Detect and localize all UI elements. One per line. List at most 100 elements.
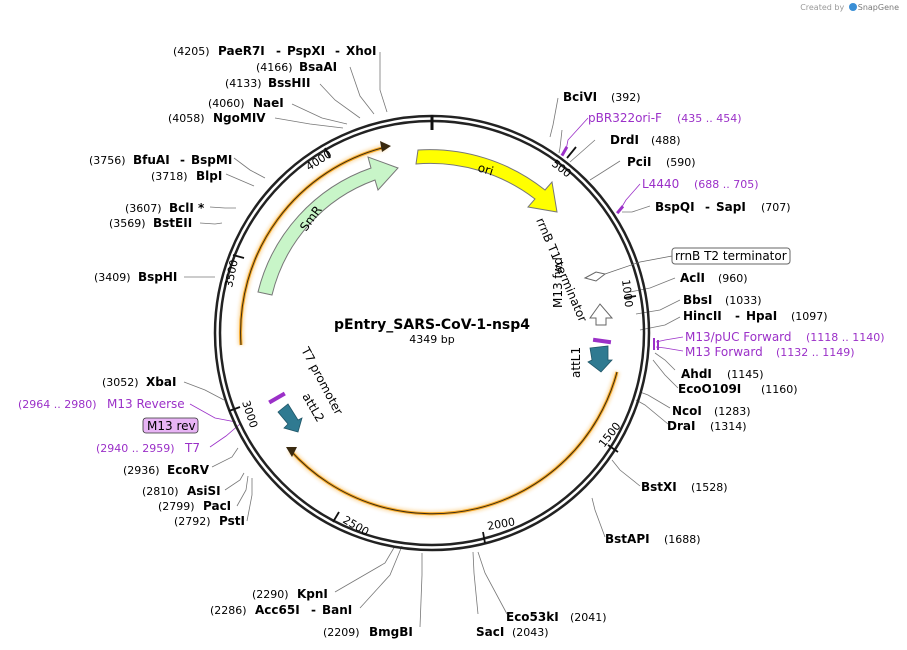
enzyme-bsshii: BssHII bbox=[268, 76, 310, 90]
enzyme-labels-bottom: (2290) KpnI (2286) Acc65I - BanI (2209) … bbox=[210, 480, 728, 639]
primer-pbr322ori-f: pBR322ori-F bbox=[588, 111, 662, 125]
enzyme-pos-acli: (960) bbox=[718, 272, 748, 285]
enzyme-pos-bmgbi: (2209) bbox=[323, 626, 360, 639]
primer-m13-puc-forward: M13/pUC Forward bbox=[685, 330, 792, 344]
enzyme-bcli: BclI * bbox=[169, 201, 205, 215]
rrnb-t2-terminator-label: rrnB T2 terminator bbox=[675, 249, 787, 263]
svg-text:-: - bbox=[705, 200, 710, 214]
attl1-arrow bbox=[587, 345, 613, 373]
enzyme-eco53ki: Eco53kI bbox=[506, 610, 559, 624]
tick-label-1500: 1500 bbox=[596, 420, 623, 450]
enzyme-paer7i: PaeR7I bbox=[218, 44, 265, 58]
primer-m13-reverse: M13 Reverse bbox=[107, 397, 185, 411]
attl2-arrow bbox=[277, 403, 303, 433]
enzyme-pos-bsshii: (4133) bbox=[225, 77, 262, 90]
svg-text:-: - bbox=[180, 153, 185, 167]
enzyme-kpni: KpnI bbox=[297, 587, 328, 601]
ori-feature-arrow bbox=[415, 149, 558, 213]
credit-prefix: Created by bbox=[800, 3, 845, 12]
enzyme-pos-bcli: (3607) bbox=[125, 202, 162, 215]
enzyme-pos-acc65i: (2286) bbox=[210, 604, 247, 617]
enzyme-drai: DraI bbox=[667, 419, 695, 433]
enzyme-pos-drdi: (488) bbox=[651, 134, 681, 147]
tick-label-1000: 1000 bbox=[619, 279, 635, 308]
enzyme-acli: AclI bbox=[680, 271, 705, 285]
enzyme-acc65i: Acc65I bbox=[255, 603, 300, 617]
enzyme-bspmi: BspMI bbox=[191, 153, 232, 167]
enzyme-pos-bsaai: (4166) bbox=[256, 61, 293, 74]
insert-arcs bbox=[237, 141, 620, 517]
enzyme-psti: PstI bbox=[219, 514, 245, 528]
enzyme-saci: SacI bbox=[476, 625, 504, 639]
enzyme-pos-saci: (2043) bbox=[512, 626, 549, 639]
enzyme-labels-top: (4205) PaeR7I - PspXI - XhoI (4166) BsaA… bbox=[168, 44, 377, 125]
enzyme-pos-ngomiv: (4058) bbox=[168, 112, 205, 125]
svg-text:-: - bbox=[335, 44, 340, 58]
primer-range-m13-reverse: (2964 .. 2980) bbox=[18, 398, 97, 411]
primer-t7: T7 bbox=[184, 441, 200, 455]
attl1-label: attL1 bbox=[569, 347, 583, 378]
enzyme-sapi: SapI bbox=[716, 200, 746, 214]
enzyme-pcii: PciI bbox=[627, 155, 652, 169]
enzyme-pos-bsteii: (3569) bbox=[109, 217, 146, 230]
primer-m13-rev: M13 rev bbox=[147, 419, 196, 433]
enzyme-ecorv: EcoRV bbox=[167, 463, 210, 477]
enzyme-pos-paci: (2799) bbox=[158, 500, 195, 513]
enzyme-bstxi: BstXI bbox=[641, 480, 677, 494]
enzyme-bbsi: BbsI bbox=[683, 293, 712, 307]
enzyme-bspqi: BspQI bbox=[655, 200, 695, 214]
enzyme-pos-eco0109i: (1160) bbox=[761, 383, 798, 396]
enzyme-pos-eco53ki: (2041) bbox=[570, 611, 607, 624]
enzyme-pos-ecorv: (2936) bbox=[123, 464, 160, 477]
primer-range-l4440: (688 .. 705) bbox=[694, 178, 759, 191]
enzyme-bani: BanI bbox=[322, 603, 352, 617]
enzyme-pos-pcii: (590) bbox=[666, 156, 696, 169]
enzyme-bcivi: BciVI bbox=[563, 90, 597, 104]
enzyme-pos-bspqi: (707) bbox=[761, 201, 791, 214]
enzyme-pos-kpni: (2290) bbox=[252, 588, 289, 601]
tick-label-500: 500 bbox=[549, 157, 574, 180]
enzyme-labels-left: (3756) BfuAI - BspMI (3718) BlpI (3607) … bbox=[89, 153, 245, 528]
tick-label-3500: 3500 bbox=[222, 259, 241, 289]
tick-label-2000: 2000 bbox=[486, 515, 516, 533]
svg-text:-: - bbox=[311, 603, 316, 617]
enzyme-xbai: XbaI bbox=[146, 375, 176, 389]
enzyme-bstapi: BstAPI bbox=[605, 532, 650, 546]
enzyme-naei: NaeI bbox=[253, 96, 284, 110]
enzyme-pspxi: PspXI bbox=[287, 44, 325, 58]
snapgene-logo-icon bbox=[848, 3, 857, 11]
enzyme-pos-bstxi: (1528) bbox=[691, 481, 728, 494]
enzyme-bsphi: BspHI bbox=[138, 270, 177, 284]
plasmid-size: 4349 bp bbox=[409, 333, 454, 346]
enzyme-bfuai: BfuAI bbox=[133, 153, 170, 167]
primer-marks bbox=[268, 146, 659, 405]
plasmid-name: pEntry_SARS-CoV-1-nsp4 bbox=[334, 317, 530, 333]
enzyme-blpi: BlpI bbox=[196, 169, 222, 183]
primer-range-t7: (2940 .. 2959) bbox=[96, 442, 175, 455]
credit-brand: SnapGene bbox=[857, 3, 899, 12]
enzyme-hincii: HincII bbox=[683, 309, 722, 323]
enzyme-pos-bbsi: (1033) bbox=[725, 294, 762, 307]
smr-feature-arrow bbox=[257, 156, 399, 296]
enzyme-pos-paer7i: (4205) bbox=[173, 45, 210, 58]
enzyme-pos-xbai: (3052) bbox=[102, 376, 139, 389]
enzyme-bsaai: BsaAI bbox=[299, 60, 337, 74]
enzyme-pos-ahdi: (1145) bbox=[727, 368, 764, 381]
enzyme-pos-hincii: (1097) bbox=[791, 310, 828, 323]
enzyme-xhoi: XhoI bbox=[346, 44, 377, 58]
enzyme-pos-drai: (1314) bbox=[710, 420, 747, 433]
rrnb-t2-terminator-callout: rrnB T2 terminator bbox=[604, 247, 791, 275]
enzyme-pos-naei: (4060) bbox=[208, 97, 245, 110]
enzyme-paci: PacI bbox=[203, 499, 231, 513]
primer-labels: pBR322ori-F (435 .. 454) L4440 (688 .. 7… bbox=[18, 111, 885, 455]
enzyme-pos-bcivi: (392) bbox=[611, 91, 641, 104]
enzyme-pos-blpi: (3718) bbox=[151, 170, 188, 183]
enzyme-ngomiv: NgoMIV bbox=[213, 111, 266, 125]
enzyme-pos-psti: (2792) bbox=[174, 515, 211, 528]
tick-label-2500: 2500 bbox=[341, 513, 372, 538]
enzyme-pos-ncoi: (1283) bbox=[714, 405, 751, 418]
enzyme-bmgbi: BmgBI bbox=[369, 625, 413, 639]
enzyme-pos-bstapi: (1688) bbox=[664, 533, 701, 546]
primer-range-m13-puc-forward: (1118 .. 1140) bbox=[806, 331, 885, 344]
